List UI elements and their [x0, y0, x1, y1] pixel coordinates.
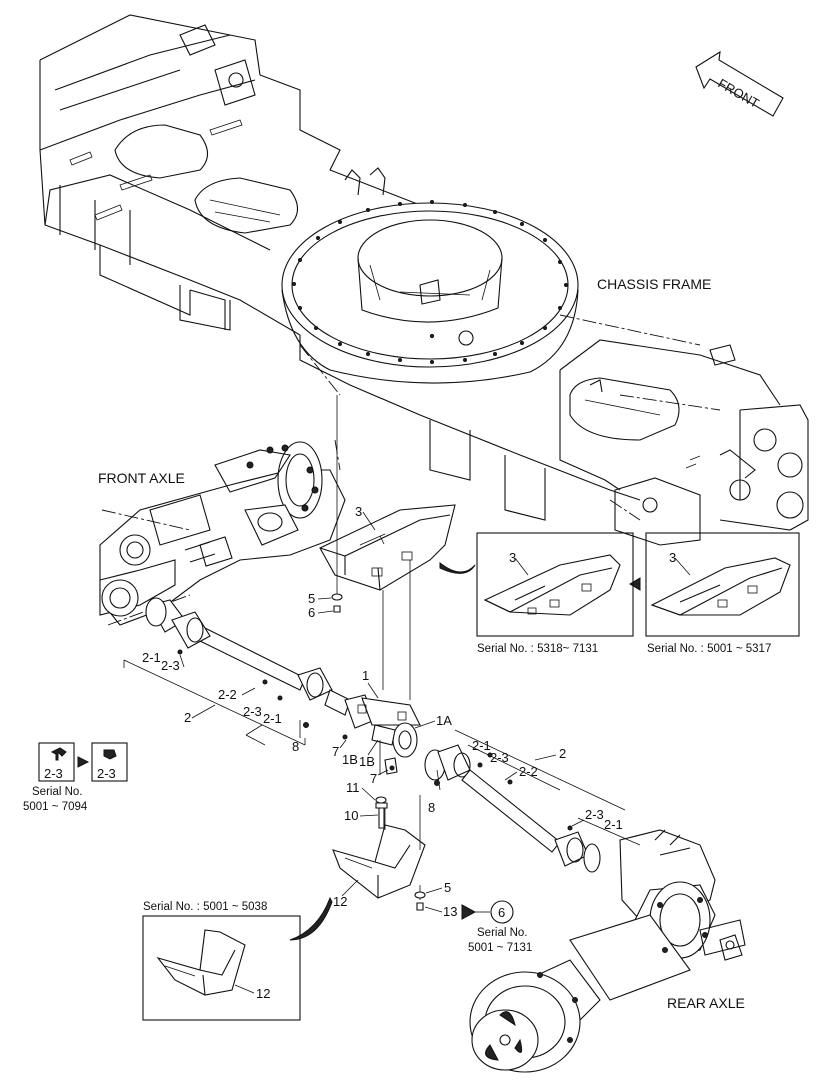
callout-2-left: 2 [184, 710, 191, 725]
callout-13: 13 [443, 904, 457, 919]
callout-2-3-right-top: 2-3 [490, 750, 509, 765]
callout-2-3-left-top: 2-3 [161, 658, 180, 673]
rear-propeller-shaft [424, 744, 601, 873]
inset-pointer-arrow [439, 561, 476, 574]
callout-2-3-left-mid: 2-3 [243, 704, 262, 719]
ref-serial-line2: 5001 ~ 7131 [468, 942, 532, 954]
callout-2-3-right-bot: 2-3 [585, 807, 604, 822]
callout-2-1-right-bot: 2-1 [604, 817, 623, 832]
rear-axle-drawing [469, 829, 746, 1073]
inset-serial-a: 3 Serial No. : 5318~ 7131 [476, 532, 634, 655]
rear-axle-studs [537, 897, 708, 1043]
callout-3: 3 [355, 504, 362, 519]
chassis-frame-drawing [39, 14, 809, 546]
callout-11: 11 [346, 780, 360, 795]
callout-1B-a: 1B [342, 752, 358, 767]
ref-serial-line1: Serial No. [477, 927, 528, 939]
inset-c-part: 12 [256, 986, 270, 1001]
inset-a-caption: Serial No. : 5318~ 7131 [477, 643, 598, 655]
reference-note-6: 6 Serial No. 5001 ~ 7131 [468, 900, 532, 954]
ref-circle-6 [490, 900, 514, 924]
inset-b-part: 3 [669, 550, 676, 565]
callout-1A: 1A [436, 713, 452, 728]
inset-c-caption: Serial No. : 5001 ~ 5038 [143, 901, 267, 913]
ref-circle-6-label: 6 [498, 905, 505, 920]
callout-5-bottom: 5 [444, 880, 451, 895]
fasteners [177, 593, 493, 911]
bracket-12 [332, 824, 426, 899]
inset-serial-b: 3 Serial No. : 5001 ~ 5317 [645, 532, 800, 655]
front-axle-studs [246, 444, 319, 512]
bracket-3 [319, 504, 456, 591]
inset-b-pointer [629, 577, 641, 591]
center-bearing-assembly [344, 694, 421, 775]
alignment-lines [123, 395, 641, 900]
front-axle-label: FRONT AXLE [98, 470, 185, 486]
callout-1B-b: 1B [359, 754, 375, 769]
grease-note-serial-2: 5001 ~ 7094 [23, 801, 88, 813]
chassis-frame-label: CHASSIS FRAME [597, 276, 711, 292]
callout-2-1-left-top: 2-1 [142, 650, 161, 665]
callout-10: 10 [344, 808, 358, 823]
grease-note-serial-1: Serial No. [32, 786, 83, 798]
callout-5-top: 5 [308, 591, 315, 606]
callout-1: 1 [362, 668, 369, 683]
grease-note-from: 2-3 [44, 766, 63, 781]
callout-2-right: 2 [559, 746, 566, 761]
inset-b-caption: Serial No. : 5001 ~ 5317 [647, 643, 771, 655]
callout-2-2-left: 2-2 [218, 687, 237, 702]
callout-7-a: 7 [332, 744, 339, 759]
grease-nipple-note: 2-3 2-3 Serial No. 5001 ~ 7094 [23, 742, 128, 813]
inset-a-part: 3 [509, 550, 516, 565]
callout-6-top: 6 [308, 605, 315, 620]
front-propeller-shaft [145, 597, 351, 716]
callout-2-2-right: 2-2 [519, 764, 538, 779]
callout-7-b: 7 [370, 771, 377, 786]
front-direction-arrow: FRONT [695, 50, 784, 117]
callouts: 3 5 6 1 1A 1B 1B 7 7 8 8 11 10 2 2-1 2-3… [142, 504, 623, 920]
callout-8-left: 8 [292, 739, 299, 754]
inset-serial-c: Serial No. : 5001 ~ 5038 12 [142, 901, 301, 1021]
callout-2-1-left-mid: 2-1 [263, 711, 282, 726]
callout-8-right: 8 [428, 800, 435, 815]
inset-12-pointer-arrow [289, 896, 333, 941]
ring-bolt-holes [292, 200, 568, 364]
grease-note-to: 2-3 [97, 766, 116, 781]
callout-2-1-right-top: 2-1 [472, 738, 491, 753]
rear-axle-label: REAR AXLE [667, 995, 745, 1011]
callout-12: 12 [333, 894, 347, 909]
grease-note-arrow [77, 756, 90, 768]
